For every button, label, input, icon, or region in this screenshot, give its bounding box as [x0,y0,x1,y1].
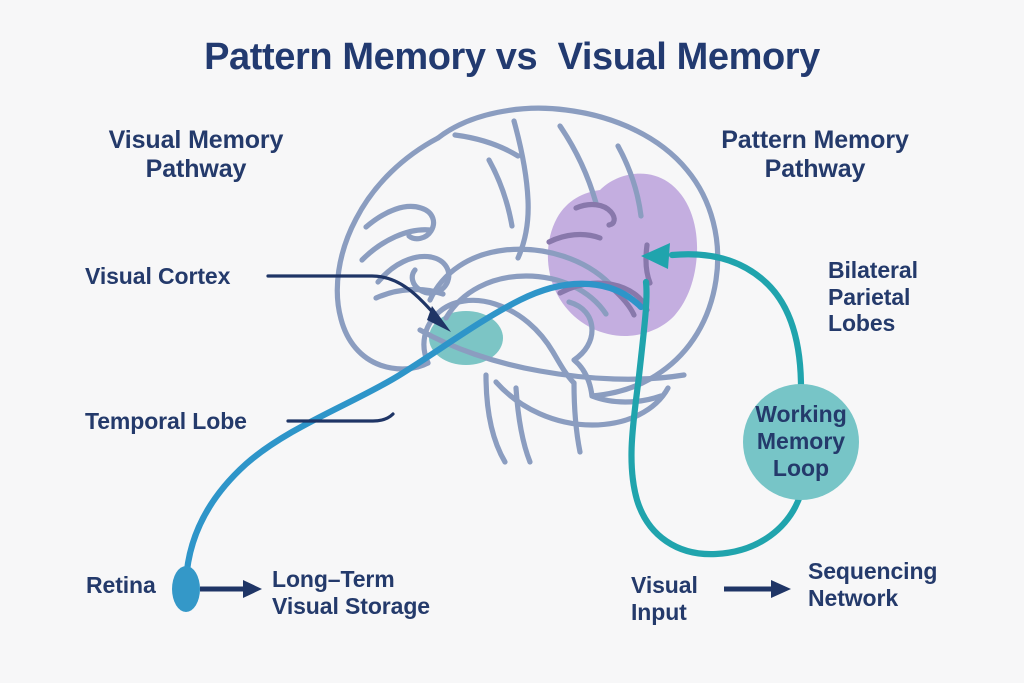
pattern-pathway-arrowhead [641,243,670,269]
label-visual-memory-pathway: Visual Memory Pathway [108,126,284,183]
label-long-term-visual-storage: Long–Term Visual Storage [272,566,430,619]
visual-input-to-sequencing-arrow [724,580,791,598]
working-memory-loop-node[interactable] [743,384,859,500]
label-retina: Retina [86,572,156,598]
label-visual-input: Visual Input [631,572,698,625]
brain-outline [334,105,721,465]
temporal-lobe-leader-line [286,412,395,423]
visual-cortex-arrowhead [427,306,451,332]
pattern-memory-pathway-curve-upper [668,251,805,392]
parietal-sulci [546,201,653,318]
retina-node [172,566,200,612]
label-temporal-lobe: Temporal Lobe [85,408,247,434]
label-pattern-memory-pathway: Pattern Memory Pathway [721,126,909,183]
label-sequencing-network: Sequencing Network [808,558,938,611]
label-bilateral-parietal-lobes: Bilateral Parietal Lobes [828,257,918,337]
retina-to-storage-arrow [200,580,262,598]
label-visual-cortex: Visual Cortex [85,263,231,289]
visual-cortex-leader-line [266,274,439,319]
visual-memory-pathway-curve [182,280,645,586]
temporal-lobe-region [429,311,503,365]
pattern-memory-pathway-curve-lower [628,278,805,558]
page-title: Pattern Memory vs Visual Memory [204,36,820,78]
